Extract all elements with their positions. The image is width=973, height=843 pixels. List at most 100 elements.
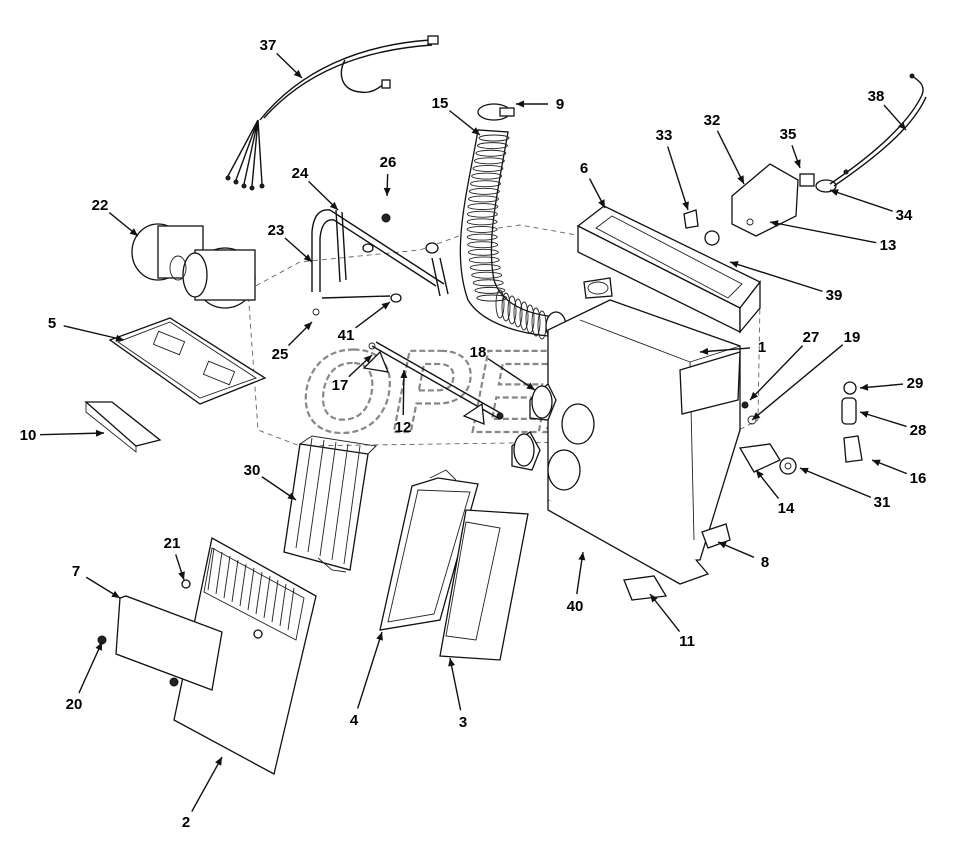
callout-label-40: 40 (567, 598, 584, 615)
callout-arrow-20 (95, 642, 102, 651)
callout-label-19: 19 (844, 329, 861, 346)
callout-35: 35 (780, 126, 801, 169)
callout-arrow-19 (752, 412, 761, 420)
callout-leader-1 (699, 347, 751, 353)
callout-15: 15 (432, 95, 481, 136)
callout-label-27: 27 (803, 329, 820, 346)
callout-leader-5 (63, 325, 125, 341)
callout-arrow-10 (95, 429, 104, 437)
callout-10: 10 (20, 427, 105, 444)
callout-arrow-32 (737, 175, 744, 184)
callout-12: 12 (395, 369, 411, 436)
bracket-10 (84, 401, 162, 453)
callout-label-2: 2 (182, 814, 190, 831)
callout-arrow-23 (303, 254, 312, 262)
callout-4: 4 (350, 631, 383, 729)
callout-17: 17 (332, 354, 373, 394)
callout-arrow-38 (898, 121, 906, 130)
callout-arrow-18 (526, 382, 535, 390)
callout-label-14: 14 (778, 500, 795, 517)
right-side-parts (738, 381, 863, 475)
callout-leader-10 (39, 432, 105, 436)
callout-label-1: 1 (758, 339, 766, 356)
callout-label-21: 21 (164, 535, 181, 552)
callout-arrow-16 (872, 459, 881, 467)
callout-label-35: 35 (780, 126, 797, 143)
callout-label-20: 20 (66, 696, 83, 713)
callout-arrow-15 (471, 127, 480, 135)
callout-label-41: 41 (338, 327, 355, 344)
callout-33: 33 (656, 127, 689, 211)
callout-13: 13 (769, 220, 896, 254)
callout-label-9: 9 (556, 96, 564, 113)
upper-right-parts (683, 73, 927, 246)
callout-label-6: 6 (580, 160, 588, 177)
callout-leader-34 (829, 189, 893, 212)
callout-label-29: 29 (907, 375, 924, 392)
callout-27: 27 (749, 329, 820, 401)
callout-arrow-1 (700, 347, 709, 355)
callout-2: 2 (182, 756, 223, 831)
callout-leader-33 (666, 146, 689, 211)
callout-label-11: 11 (679, 633, 695, 650)
callout-label-15: 15 (432, 95, 449, 112)
callout-label-39: 39 (826, 287, 843, 304)
callout-arrow-12 (400, 370, 408, 379)
callout-18: 18 (470, 344, 536, 391)
callout-label-10: 10 (20, 427, 37, 444)
blower-assembly (131, 223, 256, 309)
callout-leader-18 (487, 358, 536, 391)
callout-arrow-22 (129, 228, 138, 236)
callout-arrow-27 (750, 391, 759, 400)
callout-label-32: 32 (704, 112, 721, 129)
callout-9: 9 (516, 96, 564, 113)
callout-leader-20 (78, 641, 103, 694)
callout-arrow-17 (363, 355, 372, 364)
callout-28: 28 (859, 411, 927, 439)
callout-arrow-26 (383, 187, 391, 196)
callout-1: 1 (699, 339, 766, 356)
callout-arrow-14 (756, 470, 764, 479)
callout-label-7: 7 (72, 563, 80, 580)
callout-6: 6 (580, 160, 606, 209)
callout-label-24: 24 (292, 165, 309, 182)
callout-arrow-37 (293, 69, 302, 78)
front-panel (97, 537, 317, 775)
callout-7: 7 (72, 563, 121, 599)
callout-leader-2 (191, 756, 223, 812)
callout-label-38: 38 (868, 88, 885, 105)
callout-arrow-35 (794, 159, 801, 168)
callout-3: 3 (448, 657, 467, 731)
callout-34: 34 (829, 189, 913, 224)
callout-label-30: 30 (244, 462, 261, 479)
callout-arrow-40 (578, 552, 586, 561)
callout-leader-31 (799, 467, 872, 499)
callout-arrow-4 (376, 632, 383, 641)
callout-arrow-39 (730, 261, 739, 268)
callout-26: 26 (380, 154, 396, 197)
callout-label-28: 28 (910, 422, 927, 439)
callout-label-8: 8 (761, 554, 769, 571)
callout-22: 22 (92, 197, 139, 237)
callout-37: 37 (260, 37, 303, 79)
callout-leader-13 (769, 221, 877, 244)
callout-label-23: 23 (268, 222, 285, 239)
callout-11: 11 (649, 593, 695, 650)
callout-label-18: 18 (470, 344, 487, 361)
flex-hose (459, 103, 567, 341)
callout-label-37: 37 (260, 37, 277, 54)
heater-tubes (311, 209, 449, 316)
callout-leader-39 (729, 261, 823, 293)
callout-leader-3 (449, 657, 462, 711)
callout-label-31: 31 (874, 494, 891, 511)
vent-outlets (511, 382, 557, 471)
callout-5: 5 (48, 315, 125, 342)
callout-arrow-8 (718, 541, 727, 549)
callout-arrow-9 (516, 100, 524, 108)
callout-23: 23 (268, 222, 313, 263)
callout-arrow-34 (830, 189, 839, 196)
callout-arrow-31 (800, 467, 809, 475)
callout-14: 14 (755, 469, 795, 517)
callout-41: 41 (338, 301, 391, 344)
